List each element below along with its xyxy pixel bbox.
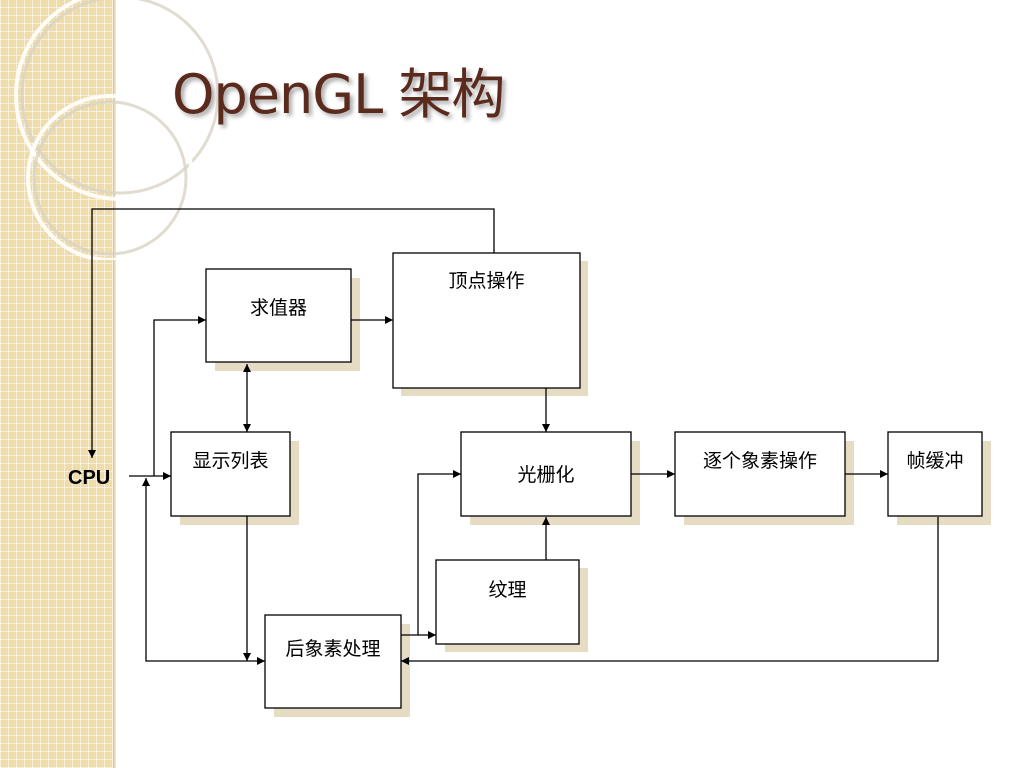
connectors	[88, 208, 939, 665]
framebuffer-box	[887, 431, 983, 517]
vertex-ops-label: 顶点操作	[448, 270, 524, 292]
connector-cpu-pixel	[142, 478, 265, 665]
display-list-box	[170, 431, 291, 517]
pixel-processing-label: 后象素处理	[285, 638, 380, 660]
connector-cpu-to-evaluator	[153, 316, 206, 476]
slide-title: OpenGL 架构	[172, 63, 505, 126]
cpu-label: CPU	[68, 467, 110, 489]
connector-framebuffer-to-pixel	[401, 517, 939, 665]
pixel-processing-box	[264, 614, 402, 709]
evaluator-label: 求值器	[250, 297, 307, 319]
per-fragment-ops-label: 逐个象素操作	[703, 450, 817, 472]
texture-box	[435, 559, 580, 645]
display-list-label: 显示列表	[192, 450, 268, 472]
decorative-circles	[14, 0, 226, 260]
decorative-strip-edge	[113, 0, 116, 768]
connector-vertex-to-cpu	[88, 208, 495, 458]
rasterization-label: 光栅化	[517, 464, 574, 486]
vertex-ops-box	[392, 252, 581, 389]
decorative-left-strip	[0, 0, 113, 768]
per-fragment-ops-box	[674, 431, 846, 517]
framebuffer-label: 帧缓冲	[906, 450, 963, 472]
rasterization-box	[460, 431, 632, 517]
evaluator-box	[205, 268, 352, 363]
connector-pixel-to-raster	[401, 470, 461, 636]
texture-label: 纹理	[488, 579, 526, 601]
